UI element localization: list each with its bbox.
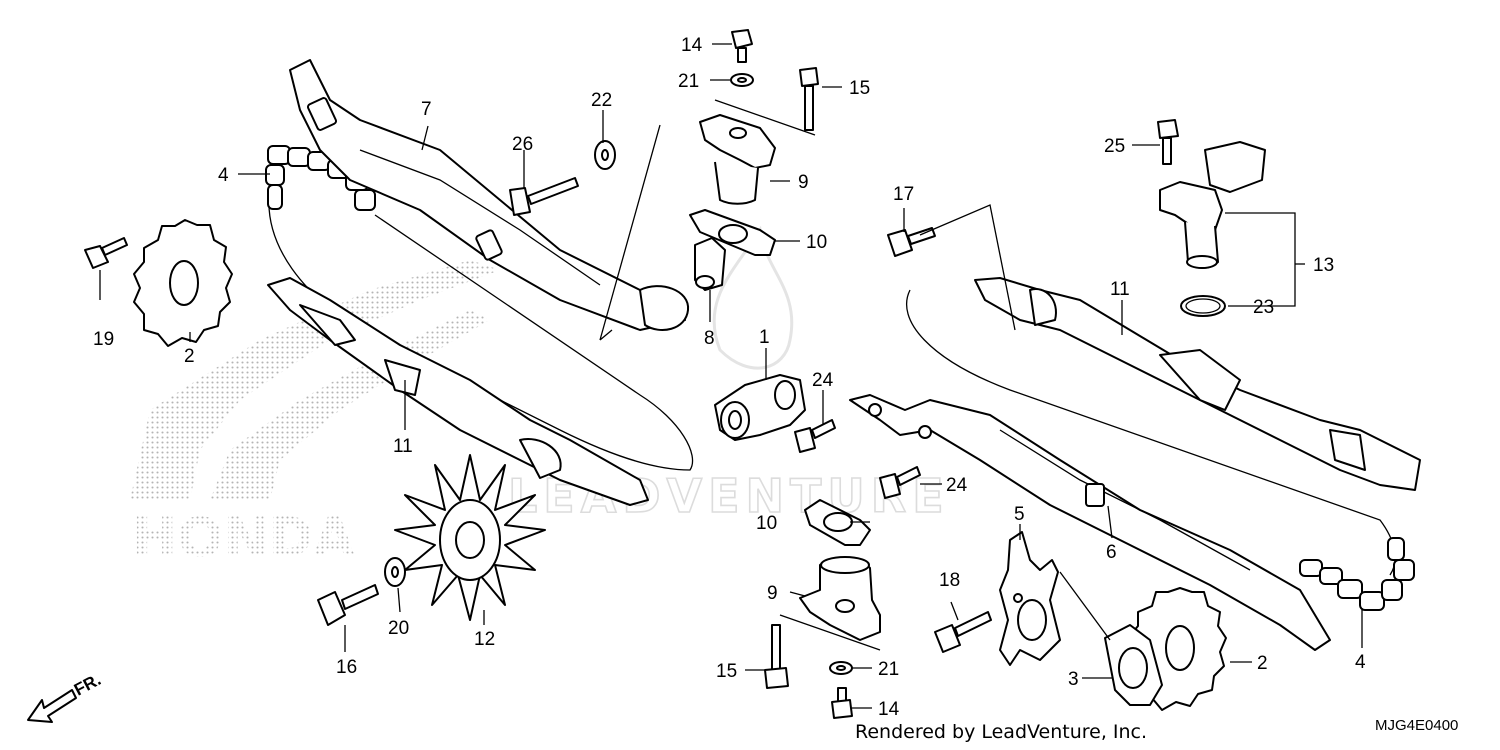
callout-labels: 7 4 26 22 14 21 15 9 10 19 2 8 1 24 11 1… bbox=[93, 35, 1366, 720]
callout-21-lower[interactable]: 21 bbox=[878, 659, 899, 680]
bolt-16 bbox=[317, 584, 379, 626]
plate-5 bbox=[999, 531, 1061, 666]
callout-22[interactable]: 22 bbox=[591, 90, 612, 111]
callout-6[interactable]: 6 bbox=[1106, 542, 1117, 563]
washer-21-lower bbox=[829, 661, 853, 675]
callout-9-upper[interactable]: 9 bbox=[798, 172, 809, 193]
bolt-24-upper bbox=[794, 419, 836, 453]
idler-sprocket-12 bbox=[394, 454, 546, 621]
sprocket-2-left bbox=[133, 219, 233, 347]
bracket-1 bbox=[714, 374, 806, 441]
tensioner-9-lower bbox=[799, 556, 881, 641]
honda-wordmark-watermark: HONDA bbox=[132, 506, 355, 569]
callout-11-right[interactable]: 11 bbox=[1110, 279, 1130, 300]
washer-21-upper bbox=[730, 73, 754, 87]
guide-11-right bbox=[974, 277, 1421, 491]
callout-13[interactable]: 13 bbox=[1313, 255, 1334, 276]
callout-14-upper[interactable]: 14 bbox=[681, 35, 703, 56]
leader-lines bbox=[99, 43, 1363, 709]
gasket-10-upper bbox=[689, 209, 776, 256]
callout-14-lower[interactable]: 14 bbox=[878, 699, 900, 720]
callout-4-left[interactable]: 4 bbox=[218, 165, 229, 186]
callout-4-right[interactable]: 4 bbox=[1355, 652, 1366, 673]
callout-12[interactable]: 12 bbox=[474, 629, 495, 650]
callout-11-left[interactable]: 11 bbox=[393, 436, 413, 457]
front-direction-indicator: FR. bbox=[27, 670, 104, 723]
tensioner-9-upper bbox=[699, 114, 776, 205]
callout-7[interactable]: 7 bbox=[421, 99, 432, 120]
callout-2-left[interactable]: 2 bbox=[184, 346, 195, 367]
bolt-14-upper bbox=[731, 29, 753, 63]
gasket-10-lower bbox=[804, 499, 871, 546]
bolt-24-lower bbox=[879, 466, 921, 499]
bolt-26 bbox=[509, 177, 579, 216]
guide-11-left bbox=[267, 277, 649, 506]
front-arrow-icon bbox=[27, 689, 77, 723]
callout-24-lower[interactable]: 24 bbox=[946, 475, 968, 496]
callout-8[interactable]: 8 bbox=[704, 328, 715, 349]
callout-23[interactable]: 23 bbox=[1253, 297, 1274, 318]
bolt-15-lower bbox=[764, 624, 789, 689]
gasket-3 bbox=[1104, 624, 1163, 706]
callout-25[interactable]: 25 bbox=[1104, 136, 1125, 157]
callout-5[interactable]: 5 bbox=[1014, 504, 1025, 525]
callout-18[interactable]: 18 bbox=[939, 570, 960, 591]
callout-3[interactable]: 3 bbox=[1068, 669, 1079, 690]
callout-10-upper[interactable]: 10 bbox=[806, 232, 827, 253]
callout-9-lower[interactable]: 9 bbox=[767, 583, 778, 604]
bolt-18 bbox=[934, 611, 992, 653]
callout-2-right[interactable]: 2 bbox=[1257, 653, 1268, 674]
callout-16[interactable]: 16 bbox=[336, 657, 357, 678]
bolt-15-upper bbox=[799, 67, 819, 131]
bolt-25 bbox=[1157, 119, 1179, 165]
callout-26[interactable]: 26 bbox=[512, 134, 533, 155]
callout-19[interactable]: 19 bbox=[93, 329, 114, 350]
guide-6-lower bbox=[849, 394, 1331, 651]
callout-10-lower[interactable]: 10 bbox=[756, 513, 777, 534]
diagram-code: MJG4E0400 bbox=[1375, 717, 1458, 734]
callout-21-upper[interactable]: 21 bbox=[678, 71, 699, 92]
washer-20 bbox=[384, 557, 406, 587]
svg-text:HONDA: HONDA bbox=[132, 506, 355, 569]
callout-1[interactable]: 1 bbox=[759, 327, 770, 348]
callout-15-lower[interactable]: 15 bbox=[716, 661, 737, 682]
honda-wing-watermark bbox=[130, 260, 500, 500]
callout-17[interactable]: 17 bbox=[893, 184, 914, 205]
rendered-by-credit: Rendered by LeadVenture, Inc. bbox=[855, 721, 1147, 743]
washer-22 bbox=[594, 140, 616, 170]
cam-chain-right bbox=[905, 289, 1415, 611]
pivot-8 bbox=[694, 237, 726, 291]
watermark: HONDA LEADVENTURE bbox=[130, 225, 944, 569]
sensor-13 bbox=[1159, 141, 1266, 269]
callout-15-upper[interactable]: 15 bbox=[849, 78, 870, 99]
guide-7-upper bbox=[289, 59, 690, 331]
oring-23 bbox=[1180, 295, 1226, 317]
front-label: FR. bbox=[71, 670, 104, 700]
flame-logo-watermark bbox=[712, 225, 794, 370]
callout-20[interactable]: 20 bbox=[388, 618, 409, 639]
callout-24-upper[interactable]: 24 bbox=[812, 370, 834, 391]
bolt-14-lower bbox=[831, 687, 853, 719]
bolt-19 bbox=[84, 237, 128, 269]
